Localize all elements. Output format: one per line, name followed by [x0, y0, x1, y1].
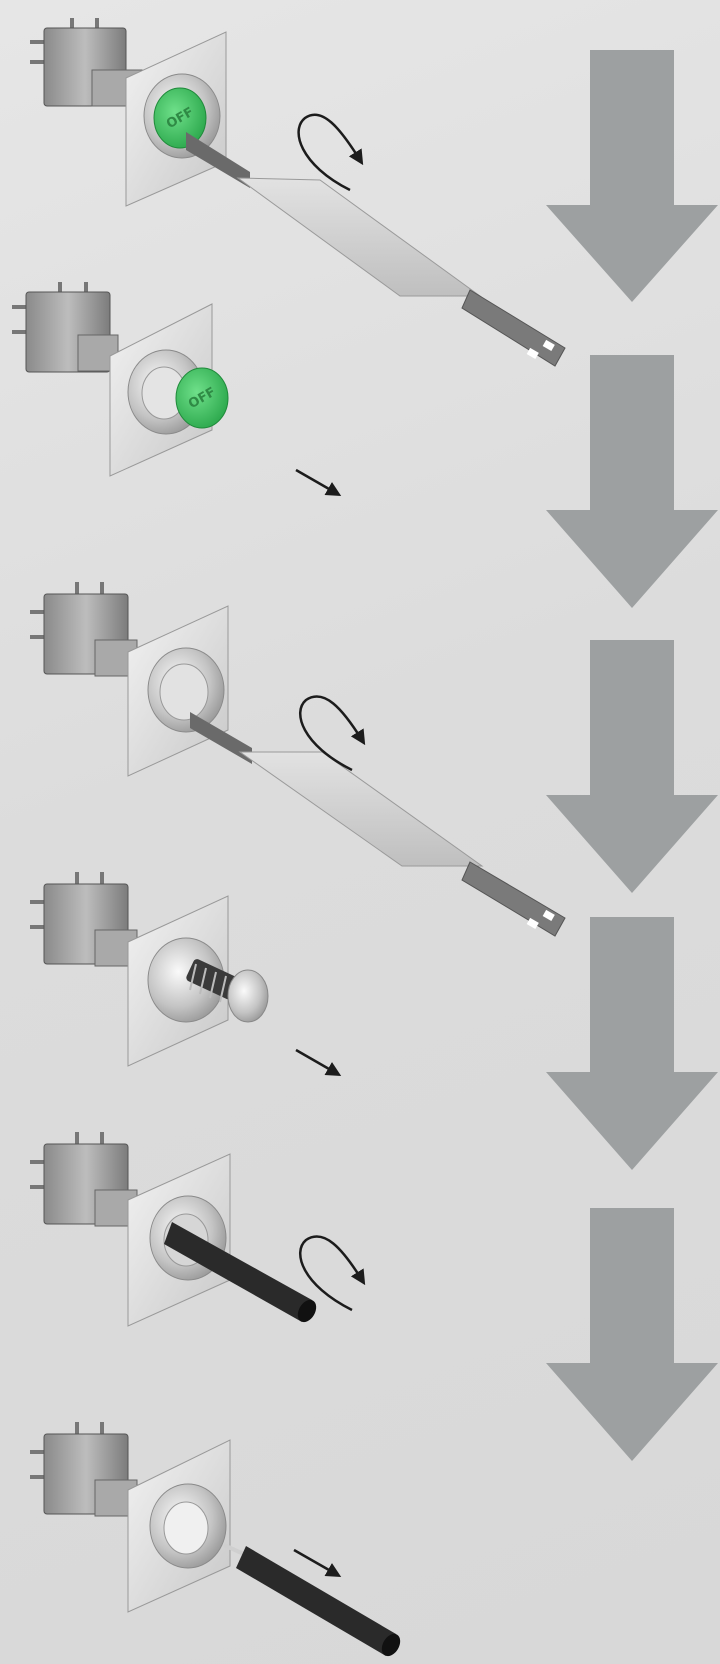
rod-tool: [164, 1222, 317, 1323]
rotate-arrow-icon: [298, 695, 366, 772]
down-arrow-2: [546, 355, 718, 608]
rod-tool: [223, 1543, 401, 1657]
lever-tool: [190, 712, 566, 937]
rotate-arrow-icon: [298, 1235, 366, 1312]
switch-body: [30, 872, 138, 967]
down-arrow-4: [546, 917, 718, 1170]
down-arrow-1: [546, 50, 718, 302]
switch-body: [30, 1422, 138, 1517]
green-cap: OFF: [175, 367, 229, 429]
pull-arrow-icon: [295, 468, 342, 496]
step-2: OFF: [12, 282, 342, 496]
lever-tool: [186, 132, 566, 367]
step-5: [30, 1132, 366, 1327]
step-4: [30, 872, 342, 1076]
rotate-arrow-icon: [297, 113, 364, 192]
pull-arrow-icon: [295, 1048, 342, 1076]
plunger-spring: [186, 959, 240, 1003]
switch-body: [12, 282, 119, 373]
pull-arrow-icon: [293, 1548, 342, 1577]
step-3: [30, 582, 566, 937]
plunger-head: [227, 969, 269, 1023]
down-arrow-5: [546, 1208, 718, 1461]
green-cap: OFF: [153, 87, 207, 149]
step-1: OFF: [30, 18, 566, 367]
switch-body: [30, 582, 138, 677]
down-arrow-3: [546, 640, 718, 893]
step-6: [30, 1422, 401, 1657]
switch-body: [30, 18, 143, 107]
switch-body: [30, 1132, 138, 1227]
